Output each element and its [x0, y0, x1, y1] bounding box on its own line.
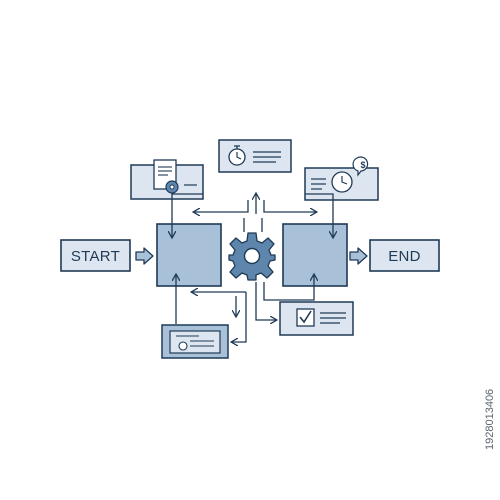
arrow-process-to-end — [349, 247, 368, 265]
document-settings-card — [130, 159, 204, 200]
stock-id-text: 1928013406 — [484, 389, 496, 450]
connector-to-certificate — [232, 292, 247, 342]
end-label: END — [388, 248, 421, 265]
connector-gear-down-checkbox — [255, 282, 276, 320]
stopwatch-icon — [228, 145, 246, 166]
start-box: START — [60, 239, 131, 272]
svg-text:$: $ — [360, 160, 365, 170]
document-settings-icon — [153, 159, 179, 194]
clock-dollar-card: $ — [304, 156, 379, 201]
arrow-start-to-process — [135, 247, 154, 265]
connectors — [172, 194, 333, 342]
clock-dollar-icon: $ — [331, 156, 369, 193]
connector-stopwatch-right — [263, 200, 316, 212]
gear-icon — [228, 232, 276, 281]
connector-to-right-block — [263, 275, 314, 301]
connector-doc-to-left — [172, 193, 203, 237]
process-block-left — [156, 223, 222, 287]
connector-stopwatch-left — [194, 200, 249, 212]
stopwatch-card — [218, 139, 292, 173]
checkbox-card — [279, 301, 354, 336]
end-box: END — [369, 239, 440, 272]
start-label: START — [71, 248, 120, 265]
process-block-right — [282, 223, 348, 287]
certificate-icon — [169, 330, 221, 354]
checkbox-icon — [296, 308, 315, 327]
certificate-card — [161, 324, 229, 359]
connector-clock-to-right — [305, 193, 333, 237]
